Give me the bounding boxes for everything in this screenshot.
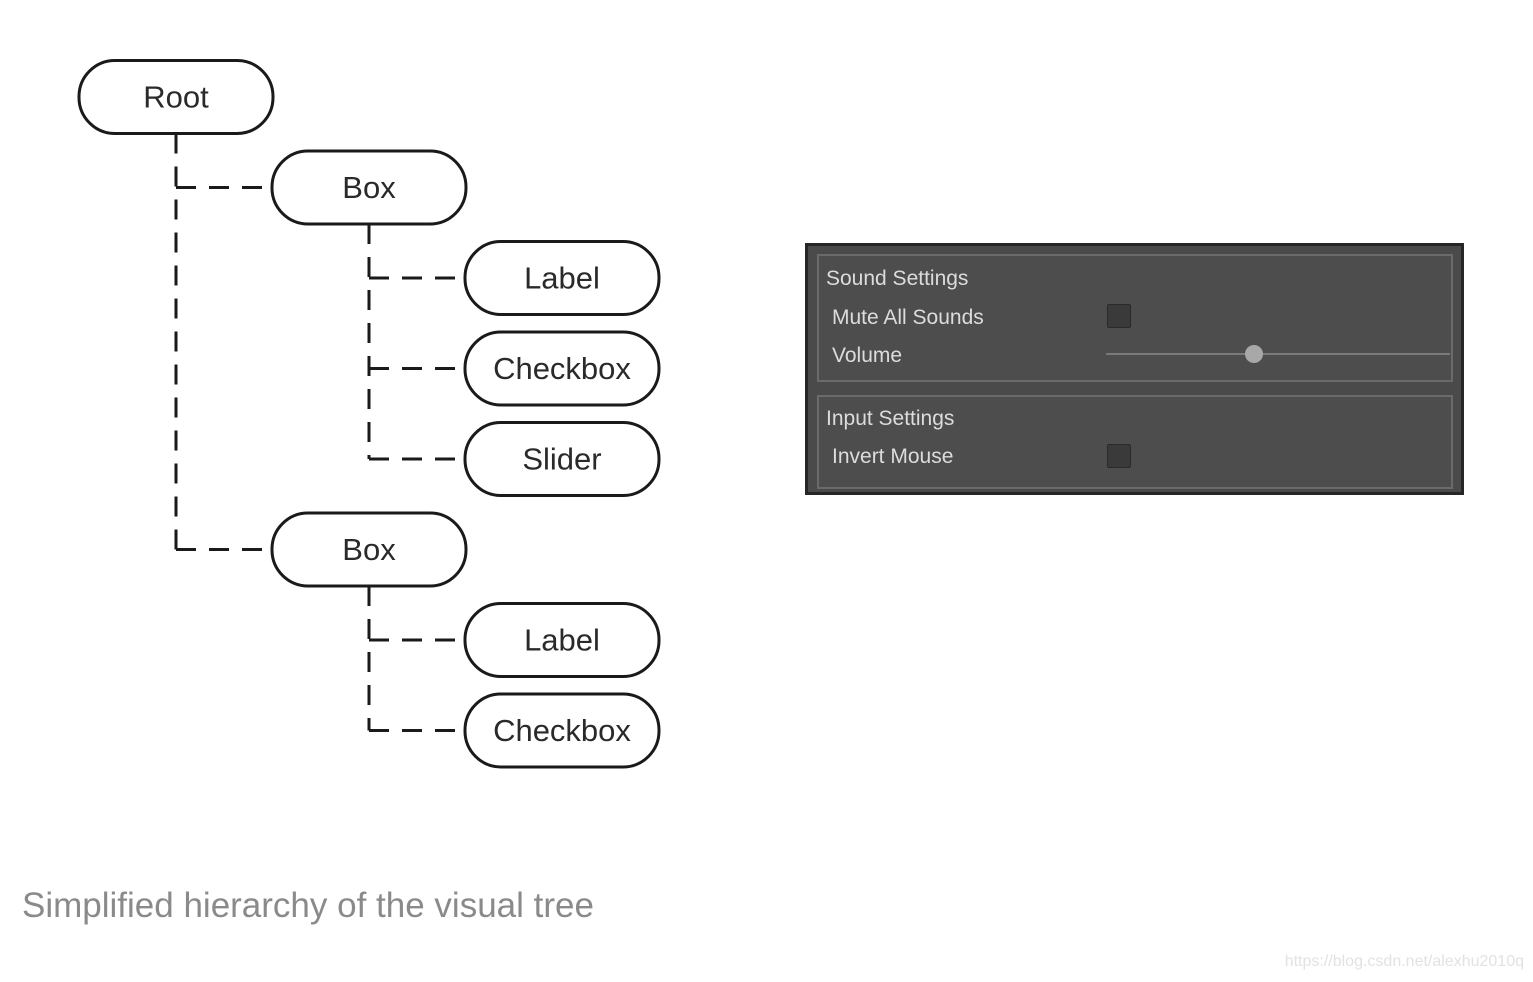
tree-node-shape [463, 240, 661, 316]
invert-mouse-checkbox[interactable] [1107, 444, 1131, 468]
tree-node-shape [77, 59, 275, 135]
tree-node-label: Checkbox [493, 713, 631, 748]
tree-node-label: Root [143, 80, 209, 115]
tree-node-box-1-checkbox: Checkbox [463, 330, 661, 407]
tree-node-label: Label [524, 261, 600, 296]
tree-node-box-1: Box [270, 149, 468, 226]
input-settings-box: Input Settings Invert Mouse [817, 395, 1453, 489]
mute-all-sounds-label: Mute All Sounds [832, 306, 984, 329]
tree-node-label: Box [342, 170, 396, 205]
tree-nodes: RootBoxLabelCheckboxSliderBoxLabelCheckb… [77, 59, 661, 769]
input-settings-title: Input Settings [826, 407, 955, 430]
tree-node-box-1-label: Label [463, 240, 661, 316]
tree-node-box-1-slider: Slider [463, 421, 661, 497]
tree-node-shape [270, 511, 468, 588]
settings-panel: Sound Settings Mute All Sounds Volume In… [805, 243, 1464, 495]
tree-node-label: Label [524, 623, 600, 658]
volume-label: Volume [832, 344, 903, 367]
tree-node-shape [463, 421, 661, 497]
invert-mouse-label: Invert Mouse [832, 445, 954, 468]
mute-all-sounds-checkbox[interactable] [1107, 304, 1131, 328]
tree-node-box-2-checkbox: Checkbox [463, 692, 661, 769]
tree-node-label: Checkbox [493, 351, 631, 386]
tree-connectors [174, 133, 465, 732]
tree-node-shape [463, 602, 661, 678]
tree-node-root: Root [77, 59, 275, 135]
tree-node-shape [270, 149, 468, 226]
volume-slider[interactable] [1106, 345, 1450, 363]
tree-node-label: Box [342, 532, 396, 567]
sound-settings-title: Sound Settings [826, 267, 969, 290]
volume-slider-thumb[interactable] [1244, 345, 1263, 363]
sound-settings-box: Sound Settings Mute All Sounds Volume [817, 254, 1453, 382]
figure-caption: Simplified hierarchy of the visual tree [22, 886, 594, 925]
tree-node-shape [463, 330, 661, 407]
tree-node-label: Slider [522, 442, 601, 477]
tree-node-shape [463, 692, 661, 769]
tree-node-box-2-label: Label [463, 602, 661, 678]
tree-node-box-2: Box [270, 511, 468, 588]
watermark: https://blog.csdn.net/alexhu2010q [1284, 953, 1524, 970]
